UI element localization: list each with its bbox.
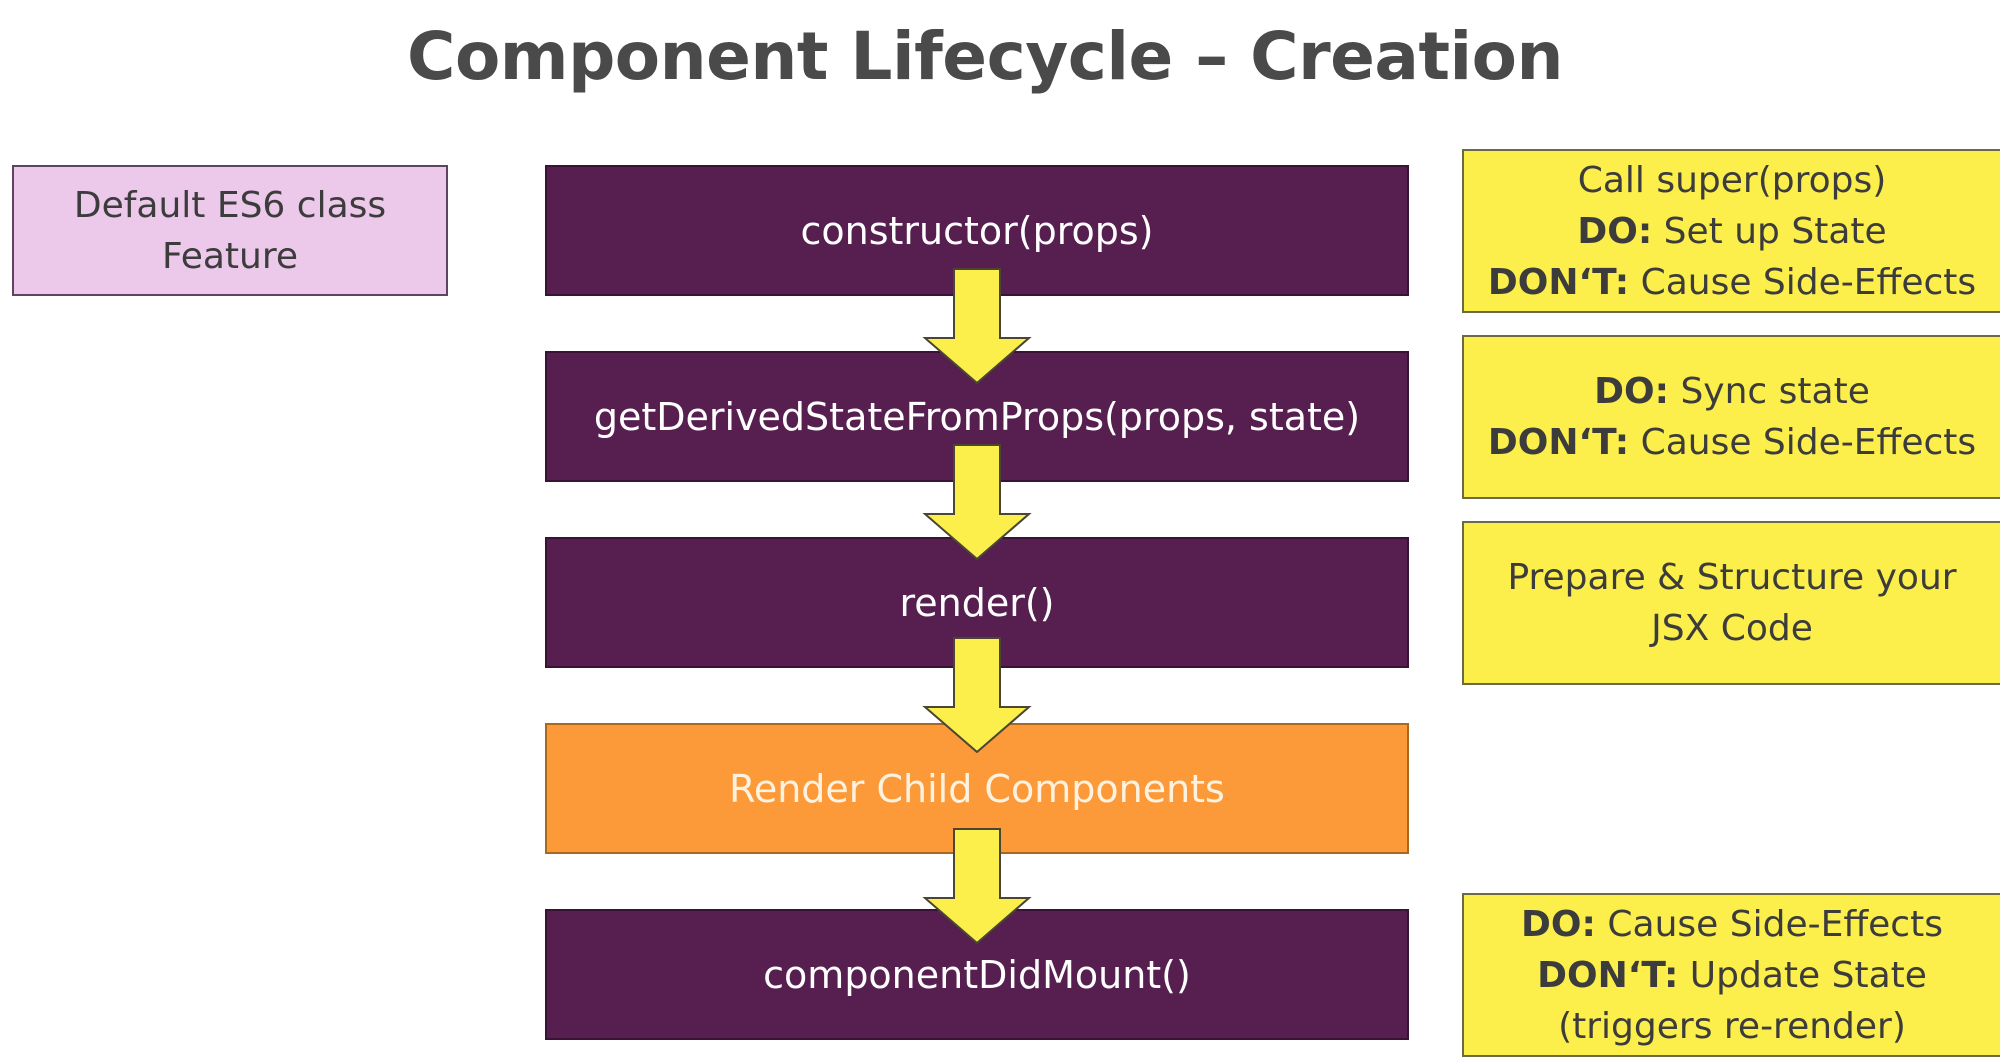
note-get-derived-state-from-props: DO: Sync state DON‘T: Cause Side-Effects [1462, 335, 2000, 499]
note-component-did-mount: DO: Cause Side-Effects DON‘T: Update Sta… [1462, 893, 2000, 1057]
step-label: constructor(props) [800, 208, 1154, 253]
step-label: componentDidMount() [763, 952, 1191, 997]
note-render: Prepare & Structure your JSX Code [1462, 521, 2000, 685]
note-line: (triggers re-render) [1558, 1005, 1906, 1047]
note-line: DO: Cause Side-Effects [1521, 903, 1943, 945]
step-label: getDerivedStateFromProps(props, state) [593, 394, 1361, 439]
down-arrow-icon [922, 268, 1032, 384]
note-line: DO: Sync state [1594, 371, 1870, 412]
step-label: render() [899, 580, 1055, 625]
note-line: JSX Code [1651, 608, 1813, 649]
note-line: DON‘T: Cause Side-Effects [1487, 422, 1977, 463]
es6-class-note-line: Default ES6 class [73, 184, 387, 226]
note-constructor: Call super(props) DO: Set up State DON‘T… [1462, 149, 2000, 313]
es6-class-note-line: Feature [161, 235, 299, 277]
note-line: Prepare & Structure your [1507, 557, 1957, 598]
note-line: DON‘T: Cause Side-Effects [1487, 261, 1977, 303]
note-line: DON‘T: Update State [1537, 954, 1927, 996]
down-arrow-icon [922, 828, 1032, 944]
note-line: Call super(props) [1577, 159, 1887, 201]
down-arrow-icon [922, 637, 1032, 753]
es6-class-note: Default ES6 class Feature [12, 165, 448, 296]
diagram-title: Component Lifecycle – Creation [407, 18, 1563, 95]
down-arrow-icon [922, 444, 1032, 560]
note-line: DO: Set up State [1577, 210, 1887, 252]
step-label: Render Child Components [729, 766, 1225, 811]
